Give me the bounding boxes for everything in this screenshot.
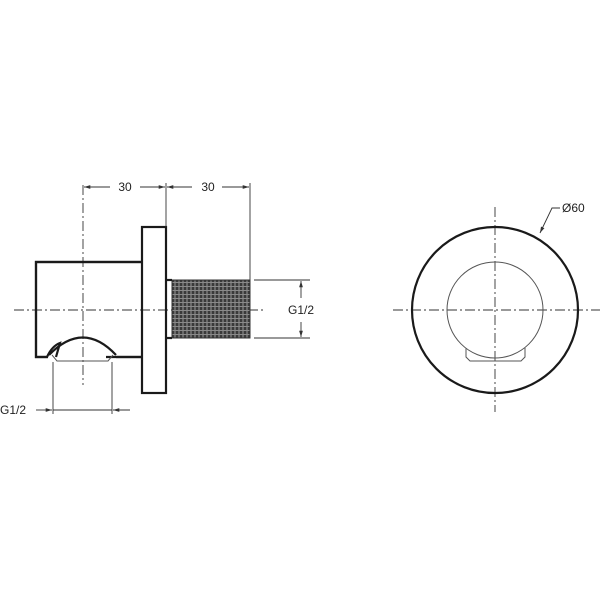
front-view: Ø60 (393, 201, 600, 412)
diameter-leader (539, 207, 560, 234)
dim-width-body: 30 (118, 180, 132, 194)
hook-cup-curve (48, 336, 117, 356)
dim-width-thread: 30 (201, 180, 215, 194)
inner-body-circle (446, 261, 544, 359)
threaded-connector (171, 279, 251, 339)
hook-cup-front (465, 348, 526, 362)
holder-body-outline (34, 260, 142, 359)
wall-flange (140, 225, 168, 395)
hook-cup-base (51, 354, 114, 362)
side-view: 30 30 G1/2 G1/2 (0, 180, 314, 417)
dim-thread-outlet: G1/2 (288, 303, 314, 317)
dim-thread-inlet: G1/2 (0, 403, 26, 417)
outer-rosette (410, 225, 580, 395)
holder-body (34, 260, 142, 359)
dim-diameter: Ø60 (562, 201, 585, 215)
